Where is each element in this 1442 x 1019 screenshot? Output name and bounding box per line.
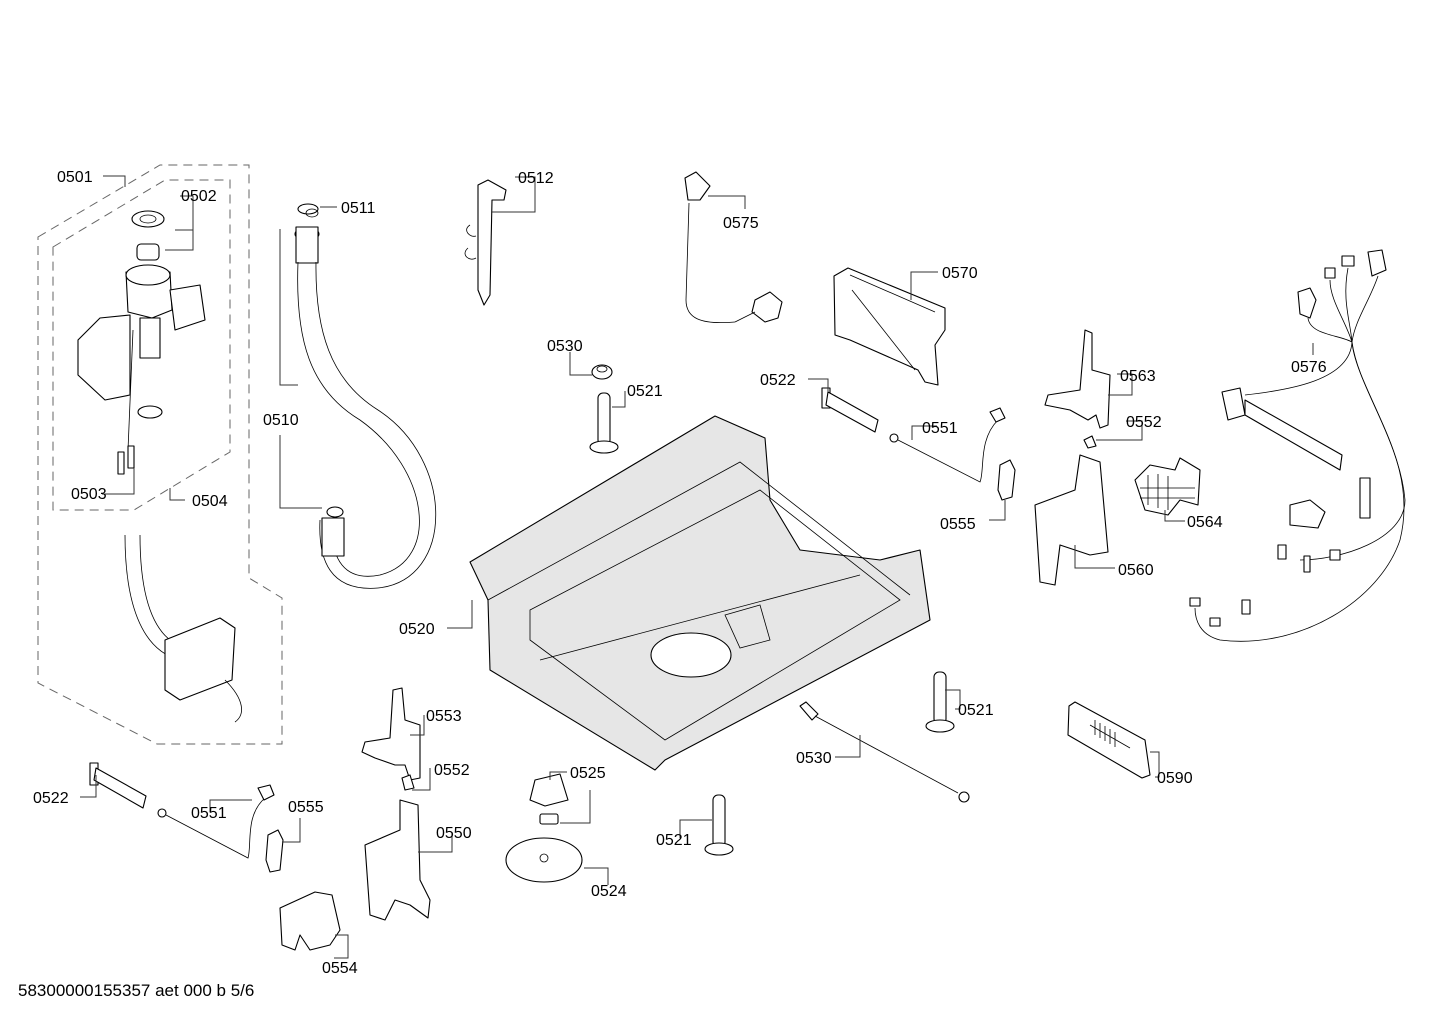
callout-0551-left: 0551 xyxy=(191,805,227,822)
callout-0550: 0550 xyxy=(436,825,472,842)
callout-0521-top: 0521 xyxy=(627,383,663,400)
callout-0555-right: 0555 xyxy=(940,516,976,533)
part-cable-harness xyxy=(1189,249,1406,642)
callout-0524: 0524 xyxy=(591,883,627,900)
callout-0503: 0503 xyxy=(71,486,107,503)
callout-0553: 0553 xyxy=(426,708,462,725)
group-boundary-0501 xyxy=(37,164,283,745)
part-inlet-valve xyxy=(77,210,206,475)
part-control-module xyxy=(833,267,946,386)
callout-0512: 0512 xyxy=(518,170,554,187)
part-hose-clamp xyxy=(297,203,319,218)
callout-0570: 0570 xyxy=(942,265,978,282)
callout-labels: 0501 0502 0503 0504 0510 0511 0512 0520 … xyxy=(33,169,1327,977)
callout-0555-left: 0555 xyxy=(288,799,324,816)
callout-0522-right: 0522 xyxy=(760,372,796,389)
callout-0520: 0520 xyxy=(399,621,435,638)
part-grid-cover xyxy=(1134,457,1201,516)
callout-0563: 0563 xyxy=(1120,368,1156,385)
part-foot-screw-top xyxy=(589,392,619,454)
part-hinge-bracket-left xyxy=(364,799,431,921)
callout-0501: 0501 xyxy=(57,169,93,186)
callout-0504: 0504 xyxy=(192,493,228,510)
part-toe-kick-bracket xyxy=(1067,701,1151,779)
part-guide-clip xyxy=(464,179,507,306)
callout-0525: 0525 xyxy=(570,765,606,782)
part-hinge-right xyxy=(1044,329,1111,429)
callout-0530-rod: 0530 xyxy=(796,750,832,767)
callout-0502: 0502 xyxy=(181,188,217,205)
part-foot-screw-right xyxy=(925,671,955,733)
part-cable-pull-left xyxy=(157,784,275,859)
callout-0590: 0590 xyxy=(1157,770,1193,787)
callout-0511: 0511 xyxy=(341,200,376,217)
part-base-frame xyxy=(469,415,931,771)
group-boundary-0504 xyxy=(52,179,231,511)
part-foot-screw-bottom xyxy=(704,794,734,856)
callout-0552-left: 0552 xyxy=(434,762,470,779)
part-adjustment-rod xyxy=(799,701,970,803)
callout-0576: 0576 xyxy=(1291,359,1327,376)
part-clip-right xyxy=(1083,435,1097,449)
part-inlet-hose xyxy=(124,534,242,723)
callout-0560: 0560 xyxy=(1118,562,1154,579)
part-cover xyxy=(529,773,569,807)
part-disc xyxy=(505,837,583,883)
callout-0522-left: 0522 xyxy=(33,790,69,807)
part-hinge-left xyxy=(361,687,421,781)
part-hinge-cover xyxy=(279,891,341,951)
leader-lines xyxy=(80,175,1314,959)
drawing-reference-footer: 58300000155357 aet 000 b 5/6 xyxy=(18,981,255,1000)
part-sensor xyxy=(539,813,559,825)
part-hinge-bracket-right xyxy=(1034,454,1109,586)
part-cable-guide-left xyxy=(265,829,284,873)
part-clip-left xyxy=(401,774,415,791)
callout-0554: 0554 xyxy=(322,960,358,977)
callout-0510: 0510 xyxy=(263,412,299,429)
callout-0575: 0575 xyxy=(723,215,759,232)
part-power-cord xyxy=(684,171,783,324)
part-cable-pull-right xyxy=(889,407,1006,483)
part-door-spring-left xyxy=(89,762,147,809)
callout-0521-bottom: 0521 xyxy=(656,832,692,849)
part-gear-nut xyxy=(591,364,613,380)
callout-0530-nut: 0530 xyxy=(547,338,583,355)
part-cable-guide-right xyxy=(997,459,1016,501)
part-door-spring-right xyxy=(821,387,879,433)
part-hose xyxy=(294,226,437,589)
callout-0521-right: 0521 xyxy=(958,702,994,719)
callout-0551-right: 0551 xyxy=(922,420,958,437)
callout-0564: 0564 xyxy=(1187,514,1223,531)
callout-0552-right: 0552 xyxy=(1126,414,1162,431)
